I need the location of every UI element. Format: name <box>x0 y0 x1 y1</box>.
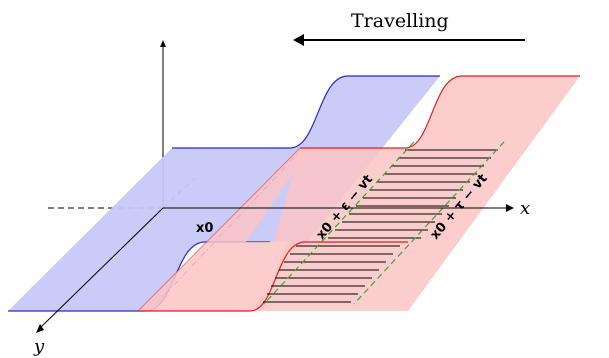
direction-arrow-head <box>293 34 304 46</box>
red-surface-fill <box>254 76 580 311</box>
hatched-region <box>263 149 498 303</box>
front-boundary-dashed <box>263 141 415 305</box>
red-surface-edge-bottom <box>138 241 408 312</box>
back-boundary-dashed <box>353 141 505 305</box>
y-axis-label: y <box>33 336 45 357</box>
blue-surface-edge-top <box>172 75 440 149</box>
red-surface-left-fill <box>138 148 310 311</box>
x0-label: x0 <box>196 221 213 236</box>
y-axis <box>39 207 164 329</box>
x-axis-label: x <box>520 198 530 219</box>
z-axis-arrowhead <box>160 40 166 47</box>
title-label: Travelling <box>351 10 449 32</box>
red-surface-edge-left <box>137 147 301 312</box>
red-surface-edge-top <box>300 75 580 149</box>
x-axis-arrowhead <box>506 204 514 212</box>
blue-surface-fill <box>8 76 440 311</box>
y-axis-arrowhead <box>36 324 44 333</box>
